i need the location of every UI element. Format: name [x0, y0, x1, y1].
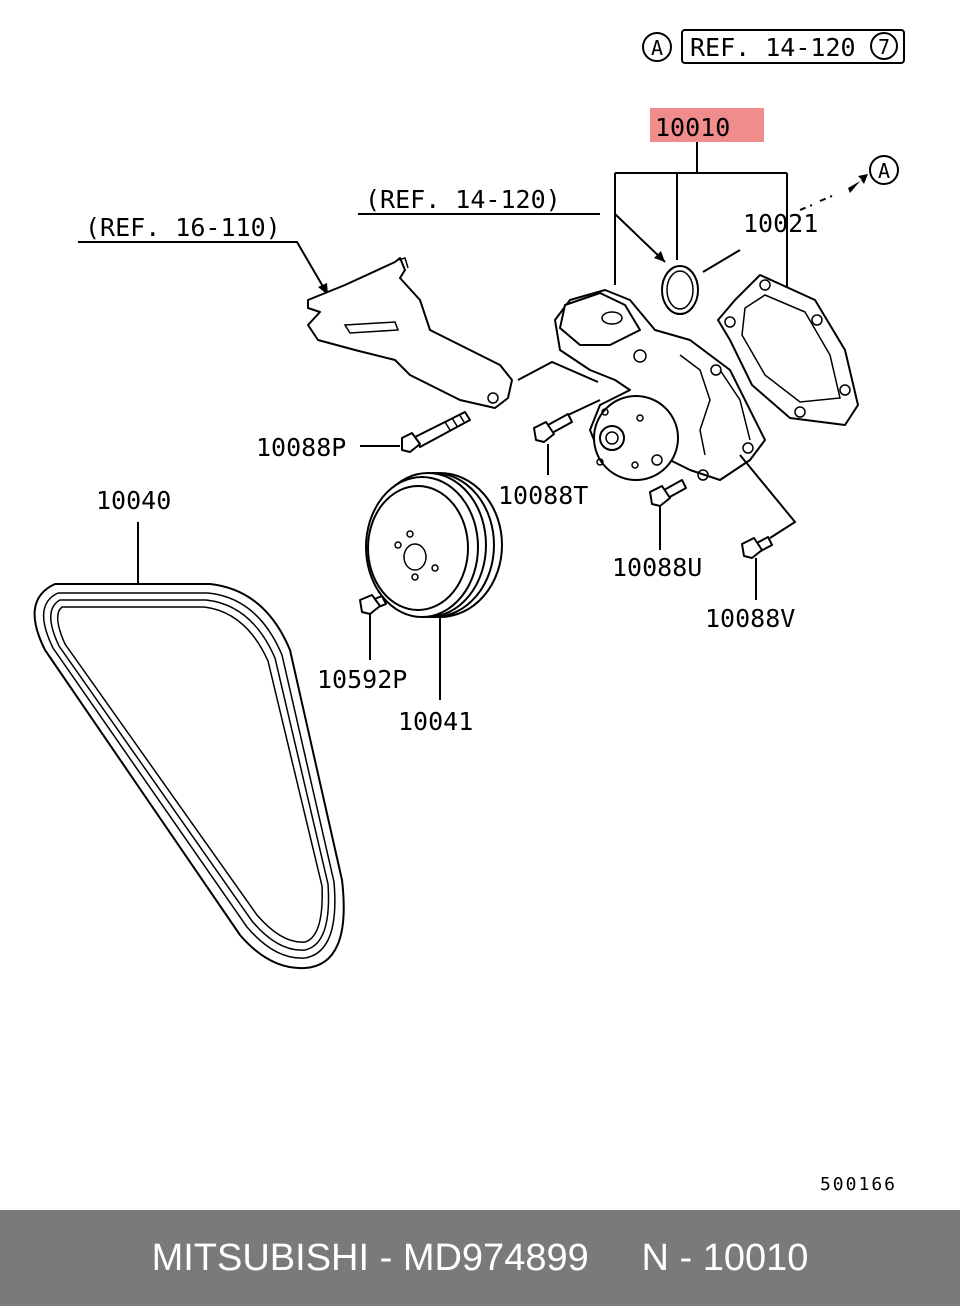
arrow-circle-a-letter: A: [878, 159, 890, 183]
pump-inlet-hole: [601, 311, 623, 325]
label-bolt-u: 10088U: [612, 553, 702, 582]
belt-rib-3: [56, 606, 323, 943]
ref-mid-leader: [358, 213, 666, 263]
pulley-face: [367, 485, 469, 611]
highlight-part-label: 10010: [650, 108, 764, 142]
drive-belt: [33, 583, 345, 970]
label-bolt-t: 10088T: [498, 481, 588, 510]
highlight-part-number: 10010: [655, 113, 730, 142]
ref-box-number-circle: [870, 32, 898, 60]
footer-bar: MITSUBISHI - MD974899 N - 10010: [0, 1210, 960, 1306]
belt-rib-2: [50, 599, 330, 951]
gasket-hole-1: [759, 279, 771, 291]
mount-bracket: [307, 257, 513, 409]
belt-rib-1: [42, 592, 336, 959]
top-reference: A REF. 14-120 7: [642, 29, 905, 64]
pump-flange-hole-4: [651, 454, 663, 466]
ref-circle-a: [642, 32, 672, 62]
arrow-to-a: A: [799, 155, 899, 211]
pump-flange-hole-2: [742, 442, 754, 454]
bolt-t-to-pump: [567, 399, 601, 416]
belt-outer: [33, 583, 345, 970]
pump-flange-hole-1: [710, 364, 722, 376]
gasket-hole-2: [811, 314, 823, 326]
pulley-center-hole: [403, 543, 427, 571]
pulley-bolt: [359, 594, 387, 615]
bolt-10088t: [533, 413, 573, 443]
parts-diagram: A REF. 14-120 7 10010 A (REF. 14-120) (R…: [33, 29, 905, 1195]
pump-hub-bolt-1: [601, 408, 609, 416]
drawing-number: 500166: [820, 1174, 897, 1195]
gasket-hole-4: [794, 406, 806, 418]
label-belt: 10040: [96, 486, 171, 515]
bolt-10088p: [401, 411, 471, 453]
ref-left-label: (REF. 16-110): [85, 213, 281, 242]
arrow-circle-a: [869, 155, 899, 185]
pump-hub-bolt-3: [596, 458, 604, 466]
ref-mid-arrow-icon: [654, 251, 665, 262]
pump-inlet: [559, 292, 641, 346]
pump-shaft-center: [605, 431, 619, 445]
pump-ribs: [679, 354, 751, 456]
gasket-leader: [702, 249, 741, 273]
arrow-dash: [799, 195, 833, 211]
gasket-outer: [717, 274, 859, 426]
pump-hub-bolt-2: [636, 414, 644, 422]
label-bolt-v: 10088V: [705, 604, 795, 633]
gasket-hole-3: [839, 384, 851, 396]
bolt-u-head: [649, 485, 671, 507]
pump-boss: [633, 349, 647, 363]
o-ring-outer: [661, 265, 699, 315]
gasket-hole-5: [724, 316, 736, 328]
water-pump: [554, 289, 766, 481]
label-pulley-bolt: 10592P: [317, 665, 407, 694]
bracket-plate: [307, 257, 513, 409]
footer-part-info: MITSUBISHI - MD974899 N - 10010: [151, 1236, 809, 1279]
gasket-inner: [741, 294, 841, 403]
o-ring-inner: [666, 270, 694, 310]
ref-box-number: 7: [878, 35, 890, 59]
pulley-bolt-hole-4: [411, 573, 419, 581]
bracket-hole: [487, 392, 499, 404]
highlight-box: [650, 108, 764, 142]
pump-hub-bolt-4: [631, 461, 639, 469]
pulley: [365, 472, 503, 618]
bolt-v-head: [741, 537, 763, 559]
gasket: [717, 274, 859, 426]
pulley-bolt-head: [359, 594, 381, 615]
bolt-p-head: [401, 432, 421, 453]
bracket-10010: [614, 142, 788, 290]
bolt-v-to-pump: [739, 454, 797, 539]
label-pulley: 10041: [398, 707, 473, 736]
bolt-10088u: [649, 479, 687, 507]
ref-circle-a-letter: A: [651, 36, 663, 60]
ref-left-leader: [78, 241, 326, 291]
bolt-10088v: [741, 536, 773, 559]
bracket-slot: [343, 321, 400, 334]
pump-shaft: [599, 425, 625, 451]
pulley-bolt-hole-3: [431, 564, 439, 572]
label-bolt-p: 10088P: [256, 433, 346, 462]
arrow-head-icon: [848, 174, 868, 193]
ref-box: [681, 29, 905, 64]
bolt-t-head: [533, 421, 555, 443]
pulley-bolt-hole-2: [406, 530, 414, 538]
label-gasket: 10021: [743, 209, 818, 238]
bolt-p-thread: [444, 413, 465, 431]
ref-mid-label: (REF. 14-120): [365, 185, 561, 214]
pump-hub-face: [593, 395, 679, 481]
pump-flange-hole-3: [697, 469, 709, 481]
ref-box-text: REF. 14-120: [690, 33, 856, 62]
pulley-bolt-hole-1: [394, 541, 402, 549]
bracket-leader: [517, 360, 599, 383]
bracket-tab: [397, 257, 409, 269]
